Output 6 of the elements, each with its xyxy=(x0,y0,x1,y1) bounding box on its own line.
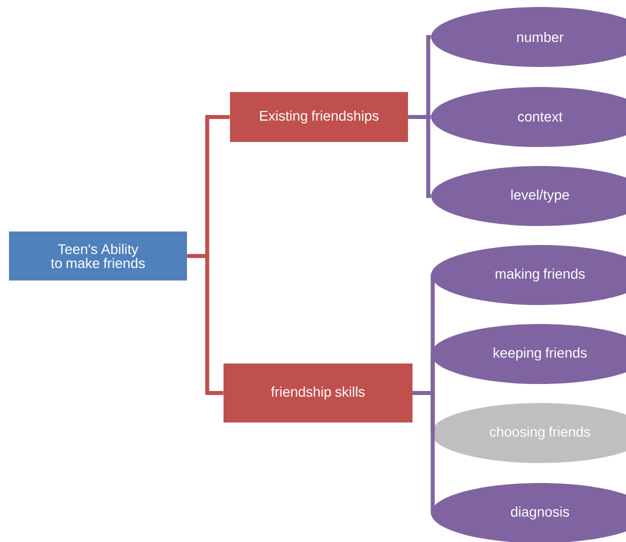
branch-box: Existing friendships xyxy=(230,92,408,142)
connector xyxy=(412,391,435,515)
branch-box: friendship skills xyxy=(224,364,412,422)
connector xyxy=(187,254,224,395)
topic-box: Teen's Ability to make friends xyxy=(9,232,187,280)
connector xyxy=(408,115,431,198)
